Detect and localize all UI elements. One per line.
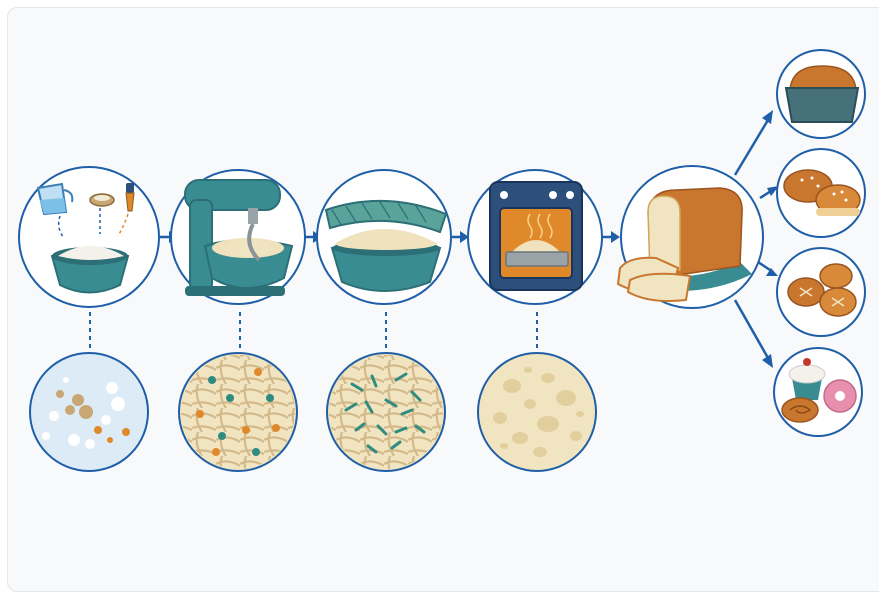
detail-connectors bbox=[90, 312, 537, 348]
yeast-fermentation-icon bbox=[329, 355, 443, 469]
detail-baking bbox=[478, 353, 596, 471]
gluten-network-icon bbox=[181, 355, 295, 469]
detail-mixing bbox=[179, 353, 297, 471]
product-rolls bbox=[777, 248, 865, 336]
oven-icon bbox=[490, 182, 582, 290]
product-loaf bbox=[777, 50, 865, 138]
stage-proofing bbox=[317, 170, 451, 304]
stage-ingredients bbox=[19, 167, 159, 307]
detail-ingredients bbox=[30, 353, 148, 471]
product-buns bbox=[777, 149, 865, 237]
covered-dough-bowl-icon bbox=[326, 201, 446, 291]
stage-baking bbox=[468, 170, 602, 304]
stage-bread bbox=[618, 166, 763, 308]
bread-loaf-pan-icon bbox=[786, 66, 858, 122]
stage-mixing bbox=[171, 170, 305, 304]
detail-proofing bbox=[327, 353, 445, 471]
product-sweets bbox=[774, 348, 862, 436]
